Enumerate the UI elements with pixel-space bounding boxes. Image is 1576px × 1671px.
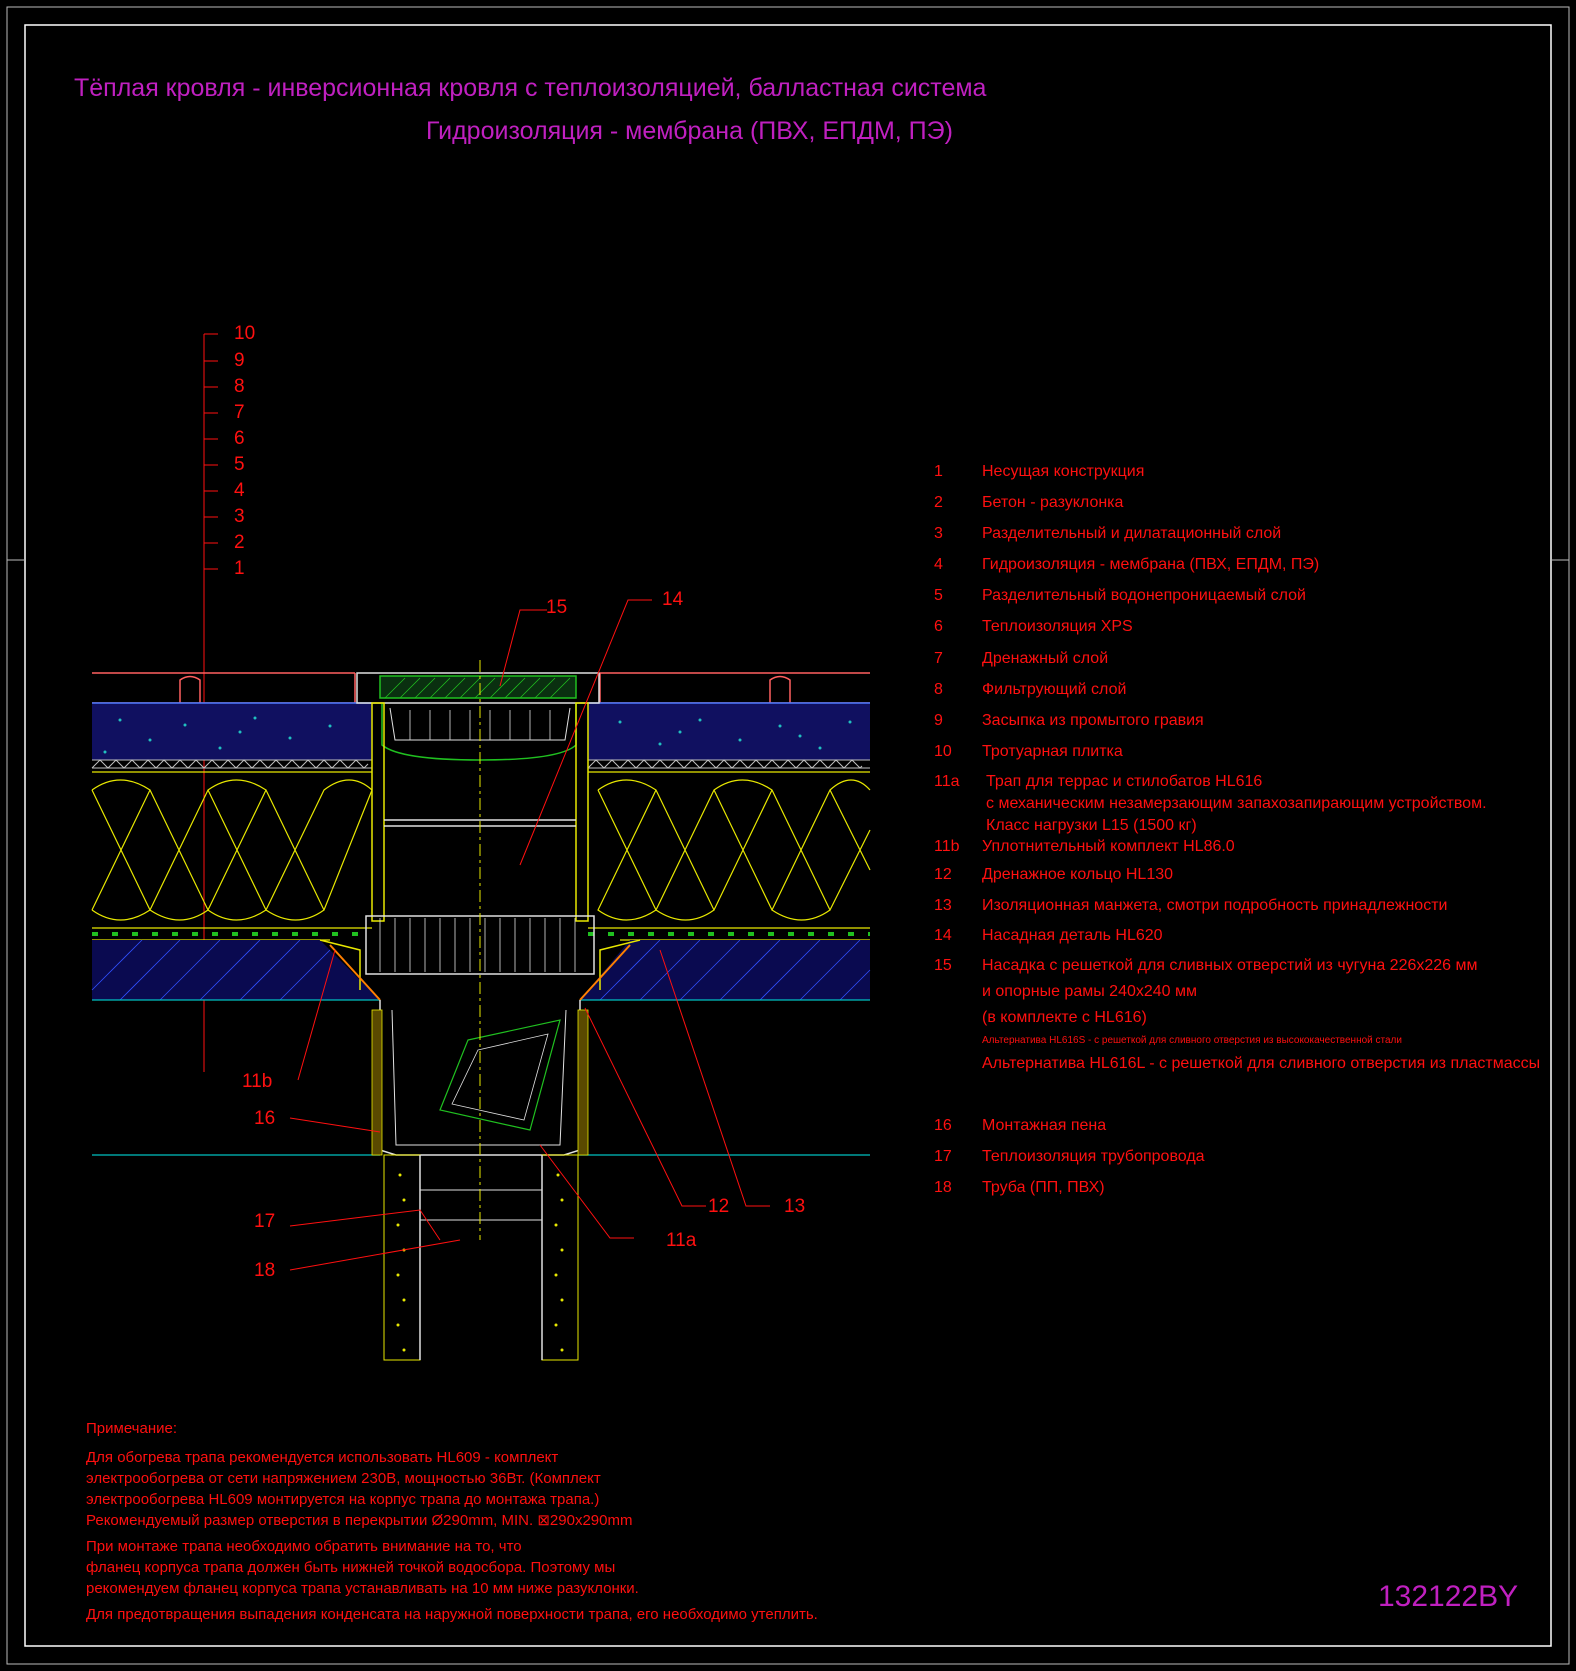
layer-number: 7	[234, 402, 245, 423]
layer-number: 9	[234, 350, 245, 371]
callout-18: 18	[254, 1260, 276, 1281]
note-line: рекомендуем фланец корпуса трапа устанав…	[86, 1580, 639, 1597]
layer-number: 8	[234, 376, 245, 397]
legend-text: Теплоизоляция трубопровода	[982, 1148, 1205, 1165]
note-heading: Примечание:	[86, 1420, 177, 1437]
legend-text: Изоляционная манжета, смотри подробность…	[982, 897, 1448, 914]
legend-number: 10	[934, 743, 952, 760]
legend-number: 16	[934, 1117, 952, 1134]
drawing-code: 132122BY	[1378, 1580, 1519, 1613]
legend-small-text: Альтернатива HL616S - с решеткой для сли…	[982, 1035, 1402, 1046]
layer-number: 1	[234, 558, 245, 579]
legend-number: 5	[934, 587, 943, 604]
legend-text: Разделительный и дилатационный слой	[982, 525, 1282, 542]
note-block: Примечание: Для обогрева трапа рекоменду…	[86, 1418, 818, 1625]
callout-12: 12	[708, 1196, 730, 1217]
legend-text: (в комплекте с HL616)	[982, 1009, 1147, 1026]
legend-number: 15	[934, 957, 952, 974]
layer-number: 5	[234, 454, 245, 475]
inner-frame	[24, 24, 1552, 1647]
legend-text: Трап для террас и стилобатов HL616	[986, 773, 1263, 790]
legend-text: Монтажная пена	[982, 1117, 1107, 1134]
drawing-subtitle: Гидроизоляция - мембрана (ПВХ, ЕПДМ, ПЭ)	[426, 117, 953, 145]
legend-number: 7	[934, 650, 943, 667]
callout-14: 14	[662, 589, 684, 610]
legend-text: и опорные рамы 240x240 мм	[982, 983, 1197, 1000]
callout-13: 13	[784, 1196, 806, 1217]
legend-text: Засыпка из промытого гравия	[982, 712, 1204, 729]
legend-number: 17	[934, 1148, 952, 1165]
drawing-title: Тёплая кровля - инверсионная кровля с те…	[74, 74, 987, 102]
note-line: электрообогрева HL609 монтируется на кор…	[86, 1491, 600, 1508]
legend-number: 11b	[934, 838, 960, 855]
legend-number: 14	[934, 927, 952, 944]
xps-insulation	[91, 771, 871, 929]
note-line: Для предотвращения выпадения конденсата …	[86, 1606, 818, 1623]
legend-text: Бетон - разуклонка	[982, 494, 1124, 511]
layer-number: 3	[234, 506, 245, 527]
callout-11b: 11b	[242, 1071, 273, 1092]
note-line: электрообогрева от сети напряжением 230В…	[86, 1470, 601, 1487]
legend-number: 11a	[934, 773, 960, 790]
legend-number: 6	[934, 618, 943, 635]
legend-text: Тротуарная плитка	[982, 743, 1123, 760]
note-line: При монтаже трапа необходимо обратить вн…	[86, 1538, 522, 1555]
concrete-slope	[91, 939, 871, 1001]
outer-frame	[6, 6, 1570, 1665]
legend-text: Несущая конструкция	[982, 463, 1145, 480]
legend-text: Класс нагрузки L15 (1500 кг)	[986, 817, 1197, 834]
callout-16: 16	[254, 1108, 276, 1129]
legend-text: Дренажный слой	[982, 650, 1109, 667]
legend-text: Дренажное кольцо HL130	[982, 866, 1174, 883]
layer-number: 10	[234, 323, 256, 344]
legend-number: 9	[934, 712, 943, 729]
legend-text: Разделительный водонепроницаемый слой	[982, 587, 1306, 604]
note-line: Рекомендуемый размер отверстия в перекры…	[86, 1512, 633, 1529]
note-line: Для обогрева трапа рекомендуется использ…	[86, 1449, 559, 1466]
legend-number: 2	[934, 494, 943, 511]
legend-text: Фильтрующий слой	[982, 681, 1127, 698]
legend-text: с механическим незамерзающим запахозапир…	[986, 795, 1487, 812]
legend-text: Уплотнительный комплект HL86.0	[982, 838, 1235, 855]
membrane-layer	[92, 932, 870, 941]
drainage-layer	[91, 759, 870, 769]
legend-number: 8	[934, 681, 943, 698]
legend-number: 13	[934, 897, 952, 914]
legend-text: Альтернатива HL616L - с решеткой для сли…	[982, 1055, 1541, 1072]
legend-number: 1	[934, 463, 943, 480]
gravel-layer	[92, 702, 870, 760]
legend-text: Насадка с решеткой для сливных отверстий…	[982, 957, 1478, 974]
legend-number: 3	[934, 525, 943, 542]
layer-number: 6	[234, 428, 245, 449]
legend-text: Теплоизоляция XPS	[982, 618, 1133, 635]
legend-text: Насадная деталь HL620	[982, 927, 1163, 944]
note-line: фланец корпуса трапа должен быть нижней …	[86, 1559, 616, 1576]
callout-15: 15	[546, 597, 568, 618]
legend-number: 18	[934, 1179, 952, 1196]
callout-17: 17	[254, 1211, 276, 1232]
layer-number: 4	[234, 480, 245, 501]
layer-number: 2	[234, 532, 245, 553]
callout-11a: 11a	[666, 1230, 697, 1251]
legend-number: 4	[934, 556, 943, 573]
legend-text: Гидроизоляция - мембрана (ПВХ, ЕПДМ, ПЭ)	[982, 556, 1320, 573]
legend-text: Труба (ПП, ПВХ)	[982, 1179, 1105, 1196]
leader-lines	[289, 599, 770, 1271]
legend-number: 12	[934, 866, 952, 883]
drain-body	[319, 660, 641, 1361]
